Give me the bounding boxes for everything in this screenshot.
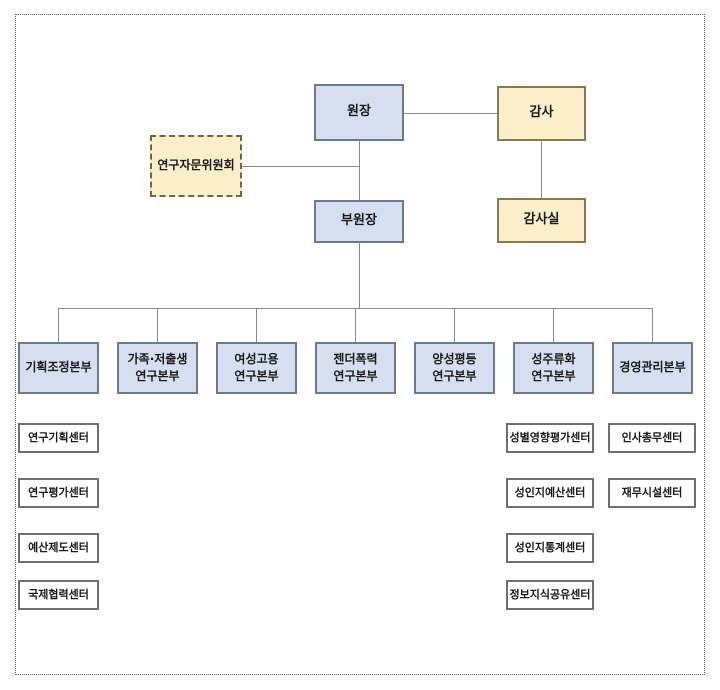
division-label-line-1: 기획조정본부 [25, 360, 92, 375]
division-label-line-1: 경영관리본부 [619, 360, 686, 375]
connector-vice-president-to-bus [359, 243, 360, 308]
division-label-line-1: 양성평등 [432, 351, 477, 366]
node-center-information-knowledge-sharing[interactable]: 정보지식공유센터 [506, 580, 594, 610]
division-label-line-1: 성주류화 [531, 351, 576, 366]
node-center-gender-statistics[interactable]: 성인지통계센터 [506, 533, 594, 563]
connector-advisory-to-president [242, 166, 360, 167]
node-center-budget-system[interactable]: 예산제도센터 [18, 533, 99, 563]
node-division-gender-equality[interactable]: 양성평등 연구본부 [414, 342, 495, 394]
center-label: 재무시설센터 [621, 486, 683, 500]
node-center-finance-facilities[interactable]: 재무시설센터 [608, 478, 696, 508]
node-center-research-planning[interactable]: 연구기획센터 [18, 423, 99, 453]
center-label: 예산제도센터 [28, 541, 89, 555]
division-label-line-2: 연구본부 [531, 369, 576, 383]
connector-bus-to-division-1 [58, 308, 59, 342]
node-center-gender-impact-assessment[interactable]: 성별영향평가센터 [506, 423, 594, 453]
connector-bus-to-division-6 [553, 308, 554, 342]
connector-bus-to-division-4 [355, 308, 356, 342]
center-label: 연구평가센터 [28, 486, 89, 500]
node-advisory-committee[interactable]: 연구자문위원회 [150, 135, 242, 197]
center-label: 국제협력센터 [28, 588, 89, 602]
center-label: 성인지통계센터 [514, 541, 586, 555]
node-president[interactable]: 원장 [314, 84, 404, 141]
division-label-line-1: 젠더폭력 [333, 351, 378, 366]
node-division-planning-coordination[interactable]: 기획조정본부 [18, 342, 99, 394]
node-division-women-employment[interactable]: 여성고용 연구본부 [216, 342, 297, 394]
node-auditor-label: 감사 [529, 105, 554, 121]
center-label: 연구기획센터 [28, 431, 89, 445]
center-label: 정보지식공유센터 [509, 588, 591, 602]
connector-auditor-to-audit-office [541, 141, 542, 198]
node-vice-president[interactable]: 부원장 [314, 200, 404, 243]
node-auditor[interactable]: 감사 [497, 86, 586, 141]
connector-president-to-vice-president [359, 140, 360, 200]
node-division-gender-mainstreaming[interactable]: 성주류화 연구본부 [513, 342, 594, 394]
division-label-line-2: 연구본부 [333, 369, 378, 383]
node-division-management-administration[interactable]: 경영관리본부 [612, 342, 693, 394]
node-vice-president-label: 부원장 [341, 213, 377, 229]
node-president-label: 원장 [347, 104, 371, 120]
connector-bus-to-division-2 [157, 308, 158, 342]
division-label-line-2: 연구본부 [432, 369, 477, 383]
connector-bus-to-division-3 [256, 308, 257, 342]
connector-bus-to-division-7 [652, 308, 653, 342]
node-center-gender-budget[interactable]: 성인지예산센터 [506, 478, 594, 508]
center-label: 성별영향평가센터 [509, 431, 591, 445]
division-label-line-2: 연구본부 [135, 369, 180, 383]
node-advisory-committee-label: 연구자문위원회 [157, 158, 235, 173]
node-audit-office-label: 감사실 [523, 212, 560, 228]
node-center-hr-general-affairs[interactable]: 인사총무센터 [608, 423, 696, 453]
division-label-line-1: 가족·저출생 [127, 351, 188, 366]
division-label-line-2: 연구본부 [234, 369, 279, 383]
node-audit-office[interactable]: 감사실 [497, 198, 586, 243]
node-center-research-evaluation[interactable]: 연구평가센터 [18, 478, 99, 508]
center-label: 인사총무센터 [621, 431, 683, 445]
division-label-line-1: 여성고용 [234, 351, 279, 366]
connector-bus-to-division-5 [454, 308, 455, 342]
connector-president-to-auditor [404, 113, 497, 114]
node-center-international-cooperation[interactable]: 국제협력센터 [18, 580, 99, 610]
center-label: 성인지예산센터 [514, 486, 586, 500]
node-division-gender-violence[interactable]: 젠더폭력 연구본부 [315, 342, 396, 394]
node-division-family-lowbirth[interactable]: 가족·저출생 연구본부 [117, 342, 198, 394]
